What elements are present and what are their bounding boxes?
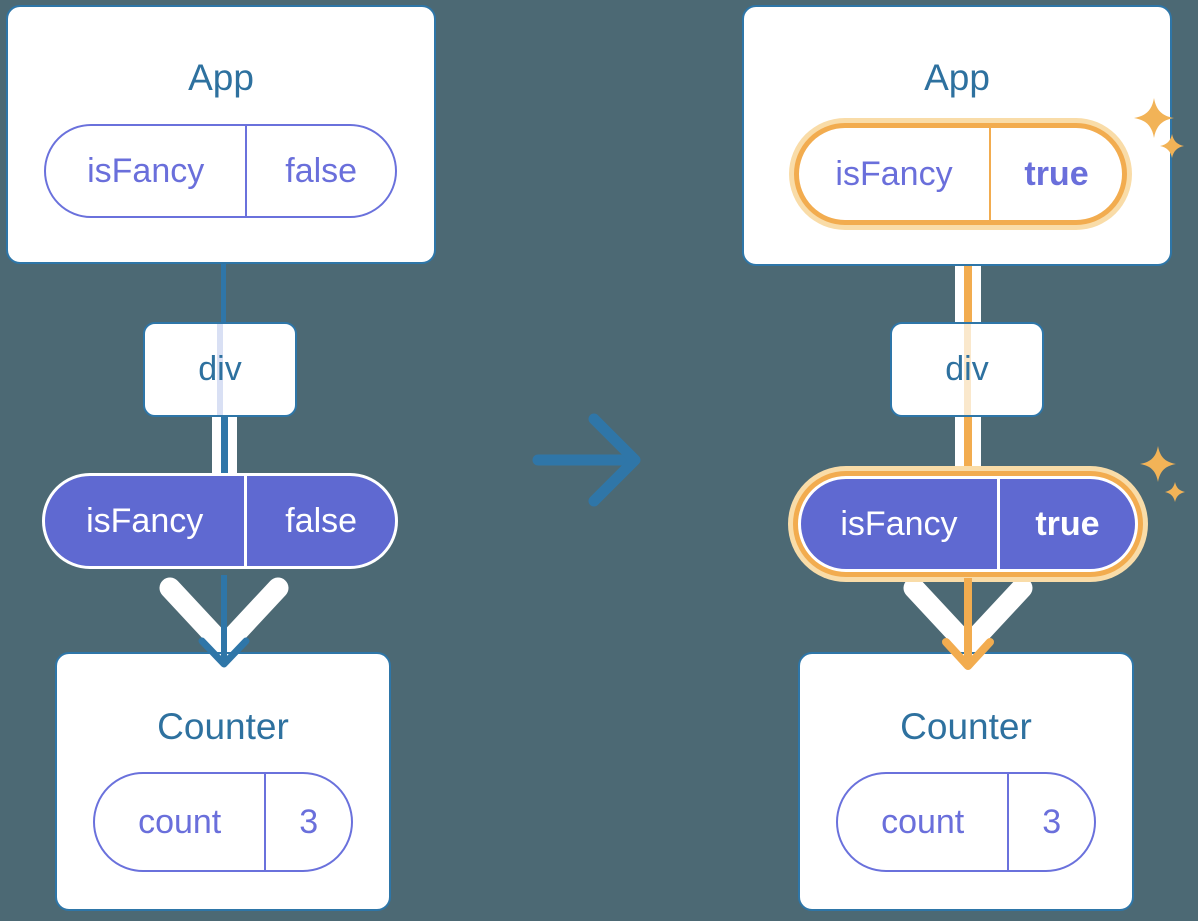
right-prop-flow-left-line-lower [955,415,964,485]
left-edge-app-to-div [221,262,226,326]
left-prop-flow-left-line [212,415,221,481]
right-app-state-name: isFancy [799,128,991,220]
right-counter-state-pill: count 3 [836,772,1096,872]
left-counter-card: Counter count 3 [55,652,391,911]
right-div-card: div [890,322,1044,417]
left-counter-state-value: 3 [299,802,319,841]
left-div-through-line [217,324,223,415]
left-app-state-value: false [285,151,358,190]
right-counter-title: Counter [900,706,1032,747]
left-edge-arrow-icon [198,575,250,668]
left-counter-title: Counter [157,706,289,747]
transition-arrow-icon [532,413,641,507]
right-prop-edge-upper [964,225,972,325]
left-app-state-name: isFancy [46,126,248,216]
right-prop-name: isFancy [801,479,1000,569]
right-counter-card: Counter count 3 [798,652,1134,911]
left-prop-name: isFancy [45,476,248,566]
right-div-label: div [945,350,989,388]
right-prop-sparkles-icon [1140,446,1185,502]
right-prop-flow-right-line-lower [972,415,981,485]
right-app-title: App [924,57,990,98]
left-edge-div-to-counter [221,415,228,481]
right-prop-pill-highlighted: isFancy true [798,476,1138,572]
left-prop-pill: isFancy false [42,473,398,569]
right-prop-flow-left-line-upper [955,225,964,325]
right-app-sparkles-icon [1134,98,1184,158]
right-edge-arrow-icon [942,578,994,670]
left-div-label: div [198,350,242,388]
right-prop-value: true [1035,504,1100,543]
right-prop-flow-right-line-upper [972,225,981,325]
left-div-card: div [143,322,297,417]
left-prop-flow-right-line [228,415,237,481]
left-app-state-pill: isFancy false [44,124,397,218]
left-prop-value: false [285,501,358,540]
right-app-state-pill-highlighted: isFancy true [794,123,1127,225]
left-counter-state-pill: count 3 [93,772,353,872]
right-app-state-value: true [1024,154,1089,193]
right-counter-state-value: 3 [1042,802,1062,841]
right-counter-state-name: count [838,774,1010,870]
right-app-card: App isFancy true [742,5,1172,266]
left-counter-state-name: count [95,774,267,870]
left-app-card: App isFancy false [6,5,436,264]
right-div-through-line [964,324,971,415]
left-app-title: App [188,57,254,98]
right-prop-edge-lower [964,415,972,485]
